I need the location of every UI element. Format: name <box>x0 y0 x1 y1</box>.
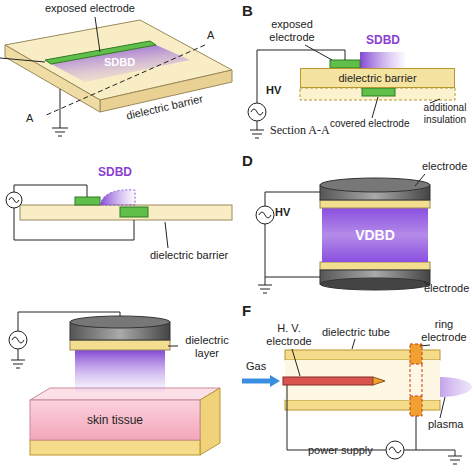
plasma-label: SDBD <box>104 56 135 69</box>
part-label: dielectric tube <box>322 326 390 339</box>
flow-label: Gas <box>246 360 266 373</box>
part-label: dielectric layer <box>180 334 234 359</box>
plasma-label: SDBD <box>366 34 400 48</box>
part-label: ring electrode <box>418 318 470 343</box>
part-label: exposed electrode <box>45 2 135 15</box>
dielectric-barrier: dielectric barrier <box>300 68 455 88</box>
part-label: power supply <box>308 444 373 457</box>
voltage-label: HV <box>275 206 290 219</box>
part-label: electrode <box>422 160 467 173</box>
part-label: dielectric barrier <box>150 249 228 262</box>
panel-letter: B <box>242 2 253 19</box>
node-text: skin tissue <box>87 413 143 427</box>
plasma-label: VDBD <box>355 227 395 243</box>
part-label: plasma <box>428 418 463 431</box>
section-caption: Section A-A <box>270 124 330 138</box>
part-label: exposed electrode <box>262 18 322 43</box>
part-label: electrode <box>424 282 469 295</box>
skin-tissue-block: skin tissue <box>30 400 200 440</box>
panel-letter: F <box>242 302 251 319</box>
part-label: covered electrode <box>330 118 410 130</box>
part-label: additional insulation <box>418 102 472 125</box>
voltage-label: HV <box>266 84 281 97</box>
section-mark: A <box>207 29 214 42</box>
plasma-label: SDBD <box>98 166 132 180</box>
node-text: dielectric barrier <box>338 72 416 84</box>
panel-letter: D <box>242 152 253 169</box>
part-label: H. V. electrode <box>262 322 316 347</box>
section-mark: A <box>26 112 33 125</box>
